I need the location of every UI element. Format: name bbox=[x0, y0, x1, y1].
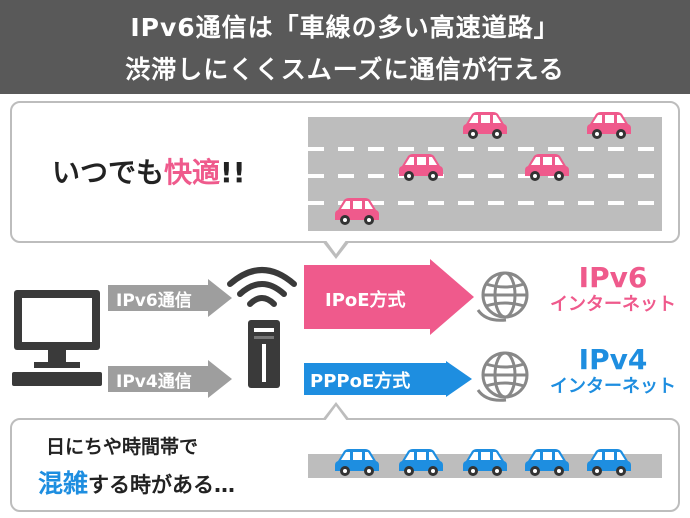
wifi-icon bbox=[227, 267, 297, 307]
car-icon bbox=[463, 449, 507, 476]
pppoe-arrow bbox=[304, 361, 472, 397]
highway-road bbox=[308, 117, 662, 231]
ipv4-internet-label: IPv4 インターネット bbox=[540, 344, 686, 398]
lane-divider bbox=[308, 174, 662, 178]
comfort-prefix: いつでも bbox=[52, 156, 165, 189]
congestion-highlight: 混雑 bbox=[38, 469, 89, 498]
callout-tail-up-inner bbox=[325, 406, 347, 421]
comfort-highlight: 快適 bbox=[164, 156, 221, 189]
ipoe-arrow bbox=[304, 259, 474, 335]
computer-icon bbox=[12, 290, 102, 386]
comfort-suffix: !! bbox=[220, 156, 246, 189]
car-icon bbox=[399, 449, 443, 476]
car-icon bbox=[399, 154, 443, 181]
header-banner: IPv6通信は「車線の多い高速道路」 渋滞しにくくスムーズに通信が行える bbox=[0, 0, 690, 94]
ipv6-net-title: IPv6 bbox=[578, 261, 648, 294]
congestion-line1: 日にちや時間帯で bbox=[46, 436, 199, 458]
car-icon bbox=[587, 449, 631, 476]
ipv6-net-subtitle: インターネット bbox=[550, 294, 676, 315]
comfort-text: いつでも快適!! bbox=[52, 151, 246, 191]
ipv4-input-label: IPv4通信 bbox=[116, 372, 192, 392]
globe-icon bbox=[476, 351, 529, 402]
ipv6-internet-label: IPv6 インターネット bbox=[540, 262, 686, 316]
car-icon bbox=[525, 154, 569, 181]
ipoe-label: IPoE方式 bbox=[325, 290, 406, 311]
router-icon bbox=[248, 320, 280, 388]
car-icon bbox=[463, 112, 507, 139]
congestion-line2: 混雑する時がある… bbox=[38, 464, 235, 500]
lane-divider bbox=[308, 147, 662, 151]
car-icon bbox=[525, 449, 569, 476]
pppoe-label: PPPoE方式 bbox=[310, 371, 411, 392]
ipv4-input-arrow bbox=[108, 360, 232, 398]
car-icon bbox=[335, 449, 379, 476]
lane-divider bbox=[308, 201, 662, 205]
header-title-line1: IPv6通信は「車線の多い高速道路」 bbox=[130, 13, 560, 42]
globe-icon bbox=[476, 271, 529, 322]
ipv6-input-arrow bbox=[108, 279, 232, 317]
car-icon bbox=[587, 112, 631, 139]
ipv6-input-label: IPv6通信 bbox=[116, 291, 192, 311]
header-title-line2: 渋滞しにくくスムーズに通信が行える bbox=[125, 55, 565, 84]
ipv4-net-subtitle: インターネット bbox=[550, 376, 676, 397]
congestion-suffix: する時がある… bbox=[88, 473, 236, 497]
ipv4-net-title: IPv4 bbox=[578, 343, 648, 376]
car-icon bbox=[335, 198, 379, 225]
callout-tail-inner bbox=[325, 239, 347, 254]
